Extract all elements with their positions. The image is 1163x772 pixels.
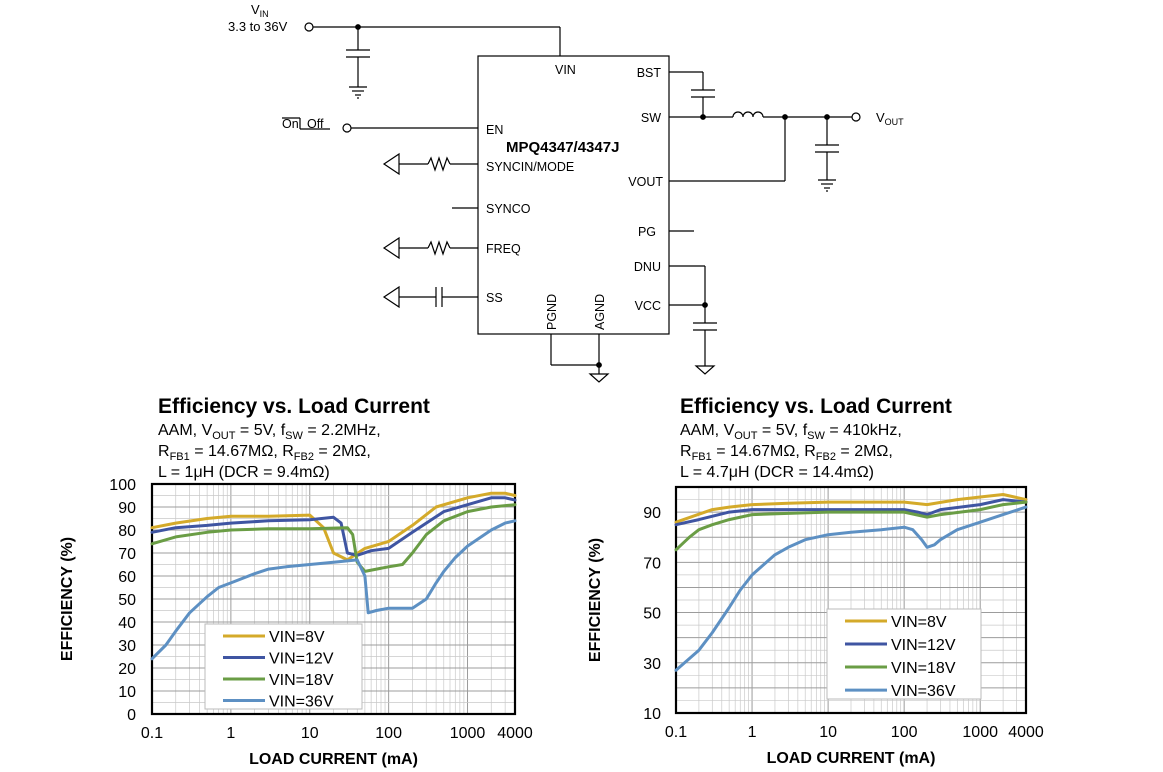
- y-tick-label: 90: [643, 505, 661, 522]
- circuit-schematic: VIN 3.3 to 36V On Off MPQ4347/4347J VOUT…: [228, 2, 904, 383]
- off-label: Off: [307, 117, 324, 131]
- series-line-vin-36v: [674, 505, 1028, 672]
- pin-agnd: AGND: [593, 294, 607, 330]
- chart-subtitle-line1: AAM, VOUT = 5V, fSW = 410kHz,: [680, 422, 902, 442]
- series-line-vin-36v: [150, 519, 517, 661]
- series-line-vin-12v: [674, 498, 1028, 527]
- x-tick-label: 0.1: [141, 725, 163, 742]
- x-tick-label: 4000: [1008, 724, 1044, 741]
- y-tick-label: 40: [118, 615, 136, 632]
- vout-node-label: VOUT: [876, 110, 904, 127]
- x-tick-label: 1000: [450, 725, 486, 742]
- chart-subtitle-line1: AAM, VOUT = 5V, fSW = 2.2MHz,: [158, 422, 381, 442]
- series-line-vin-12v: [150, 496, 517, 557]
- y-tick-label: 30: [118, 638, 136, 655]
- y-tick-label: 80: [118, 523, 136, 540]
- x-tick-label: 100: [891, 724, 918, 741]
- y-axis-label: EFFICIENCY (%): [59, 537, 76, 661]
- vin-label: VIN: [251, 2, 269, 19]
- pin-pgnd: PGND: [545, 294, 559, 330]
- chart-title: Efficiency vs. Load Current: [158, 395, 430, 418]
- chart-subtitle-line3: L = 1μH (DCR = 9.4mΩ): [158, 464, 330, 481]
- x-tick-label: 1: [748, 724, 757, 741]
- series-lines: [674, 493, 1028, 672]
- pin-synco: SYNCO: [486, 202, 531, 216]
- pin-vin: VIN: [555, 63, 576, 77]
- legend-label: VIN=8V: [269, 629, 325, 646]
- pin-sw: SW: [641, 111, 661, 125]
- pin-dnu: DNU: [634, 260, 661, 274]
- chart-legend: VIN=8V VIN=12V VIN=18V VIN=36V: [204, 623, 363, 711]
- y-tick-label: 70: [118, 546, 136, 563]
- pin-freq: FREQ: [486, 242, 521, 256]
- legend-label: VIN=36V: [891, 683, 956, 700]
- x-tick-label: 10: [301, 725, 319, 742]
- x-tick-label: 1000: [962, 724, 998, 741]
- series-lines: [150, 491, 517, 661]
- x-axis-label: LOAD CURRENT (mA): [767, 750, 936, 767]
- chart-title: Efficiency vs. Load Current: [680, 395, 952, 418]
- chart-legend: VIN=8V VIN=12V VIN=18V VIN=36V: [826, 608, 982, 700]
- y-tick-label: 70: [643, 555, 661, 572]
- legend-label: VIN=18V: [269, 672, 334, 689]
- x-tick-label: 4000: [497, 725, 533, 742]
- y-tick-label: 0: [127, 707, 136, 724]
- x-tick-label: 0.1: [665, 724, 687, 741]
- pin-vcc: VCC: [635, 299, 661, 313]
- chip-name: MPQ4347/4347J: [506, 139, 619, 156]
- series-line-vin-8v: [674, 493, 1028, 524]
- legend-label: VIN=12V: [269, 651, 334, 668]
- legend-box: [204, 623, 363, 710]
- y-tick-label: 60: [118, 569, 136, 586]
- y-tick-label: 100: [109, 477, 136, 494]
- chip-body: [477, 55, 670, 335]
- series-line-vin-18v: [674, 500, 1028, 552]
- legend-label: VIN=12V: [891, 637, 956, 654]
- y-tick-label: 90: [118, 500, 136, 517]
- x-tick-label: 10: [819, 724, 837, 741]
- y-tick-label: 10: [118, 684, 136, 701]
- x-tick-label: 100: [375, 725, 402, 742]
- pin-ss: SS: [486, 291, 503, 305]
- plot-frame: [674, 485, 1028, 715]
- plot-frame: [150, 482, 517, 716]
- pin-pg: PG: [638, 225, 656, 239]
- x-tick-label: 1: [226, 725, 235, 742]
- y-axis-label: EFFICIENCY (%): [587, 538, 604, 662]
- x-axis-label: LOAD CURRENT (mA): [249, 751, 418, 768]
- legend-label: VIN=8V: [891, 614, 947, 631]
- pin-syncin-mode: SYNCIN/MODE: [486, 160, 574, 174]
- y-tick-label: 50: [643, 606, 661, 623]
- on-label: On: [282, 117, 299, 131]
- y-tick-label: 50: [118, 592, 136, 609]
- vin-range-label: 3.3 to 36V: [228, 19, 288, 34]
- chart-subtitle-line2: RFB1 = 14.67MΩ, RFB2 = 2MΩ,: [158, 443, 371, 463]
- y-tick-label: 20: [118, 661, 136, 678]
- legend-box: [826, 608, 982, 700]
- legend-label: VIN=36V: [269, 694, 334, 711]
- pin-en: EN: [486, 123, 503, 137]
- y-tick-label: 30: [643, 656, 661, 673]
- y-tick-label: 10: [643, 706, 661, 723]
- pin-vout: VOUT: [628, 175, 663, 189]
- pin-bst: BST: [637, 66, 662, 80]
- chart-subtitle-line3: L = 4.7μH (DCR = 14.4mΩ): [680, 464, 874, 481]
- chart-subtitle-line2: RFB1 = 14.67MΩ, RFB2 = 2MΩ,: [680, 443, 893, 463]
- legend-label: VIN=18V: [891, 660, 956, 677]
